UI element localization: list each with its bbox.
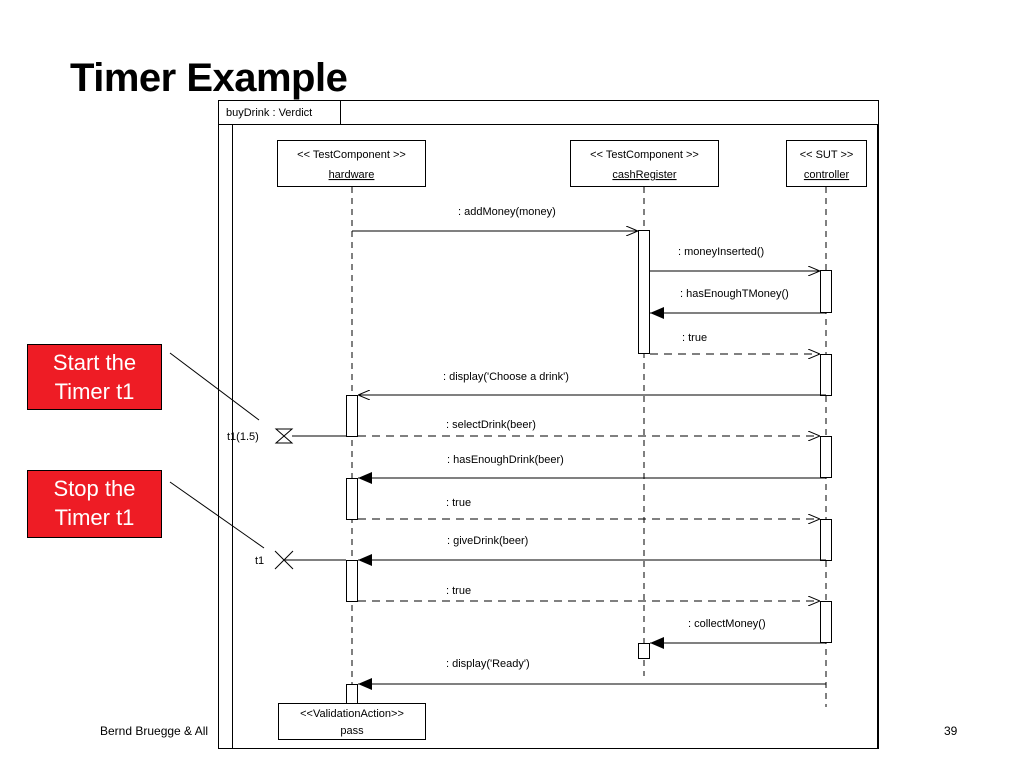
page-number: 39	[944, 724, 958, 738]
message-label-true-3: : true	[446, 585, 471, 597]
lifeline-name-controller: controller	[804, 169, 850, 181]
timer-start-label: t1(1.5)	[227, 431, 259, 443]
lifeline-name-cashregister: cashRegister	[612, 169, 677, 181]
slide-title: Timer Example	[70, 56, 348, 100]
timer-stop-cross-icon	[274, 550, 294, 570]
activation-cashregister-1	[638, 230, 650, 354]
message-label-givedrink: : giveDrink(beer)	[447, 535, 528, 547]
callout-stop-line1: Stop the	[53, 476, 136, 501]
lifeline-stereotype-controller: << SUT >>	[800, 149, 854, 161]
lifeline-stereotype-hardware: << TestComponent >>	[297, 149, 406, 161]
activation-hardware-2	[346, 478, 358, 520]
activation-controller-4	[820, 519, 832, 561]
callout-stop-leader	[169, 481, 265, 549]
callout-start-line1: Start the	[52, 350, 137, 375]
activation-controller-3	[820, 436, 832, 478]
activation-hardware-1	[346, 395, 358, 437]
message-label-moneyinserted: : moneyInserted()	[678, 246, 764, 258]
frame-label: buyDrink : Verdict	[226, 107, 312, 119]
message-label-display-ready: : display('Ready')	[446, 658, 530, 670]
callout-start-leader	[169, 352, 260, 421]
timer-stop-label: t1	[255, 555, 264, 567]
lifeline-box-controller	[786, 140, 867, 187]
message-label-collectmoney: : collectMoney()	[688, 618, 766, 630]
validation-stereotype: <<ValidationAction>>	[300, 708, 404, 720]
lifeline-box-hardware	[277, 140, 426, 187]
diagram-outer-frame	[218, 100, 879, 749]
callout-stop-line2: Timer t1	[54, 505, 135, 530]
activation-hardware-4	[346, 684, 358, 705]
lifeline-name-hardware: hardware	[329, 169, 375, 181]
hourglass-icon	[274, 428, 294, 444]
lifeline-stereotype-cashregister: << TestComponent >>	[590, 149, 699, 161]
message-label-display-choose: : display('Choose a drink')	[443, 371, 569, 383]
footer-author: Bernd Bruegge & All	[100, 724, 209, 738]
activation-controller-2	[820, 354, 832, 396]
callout-start-line2: Timer t1	[54, 379, 135, 404]
callout-start-timer: Start the Timer t1	[27, 344, 162, 410]
diagram-inner-frame	[232, 124, 878, 749]
activation-hardware-3	[346, 560, 358, 602]
message-label-hasenoughtmoney: : hasEnoughTMoney()	[680, 288, 789, 300]
activation-controller-1	[820, 270, 832, 313]
lifeline-box-cashregister	[570, 140, 719, 187]
activation-controller-5	[820, 601, 832, 643]
message-label-hasenoughdrink: : hasEnoughDrink(beer)	[447, 454, 564, 466]
validation-name: pass	[340, 725, 364, 737]
message-label-selectdrink: : selectDrink(beer)	[446, 419, 536, 431]
message-label-true-2: : true	[446, 497, 471, 509]
activation-cashregister-2	[638, 643, 650, 659]
callout-stop-timer: Stop the Timer t1	[27, 470, 162, 538]
validation-action-box	[278, 703, 426, 740]
frame-label-box	[218, 100, 341, 125]
message-label-addmoney: : addMoney(money)	[458, 206, 556, 218]
message-label-true-1: : true	[682, 332, 707, 344]
